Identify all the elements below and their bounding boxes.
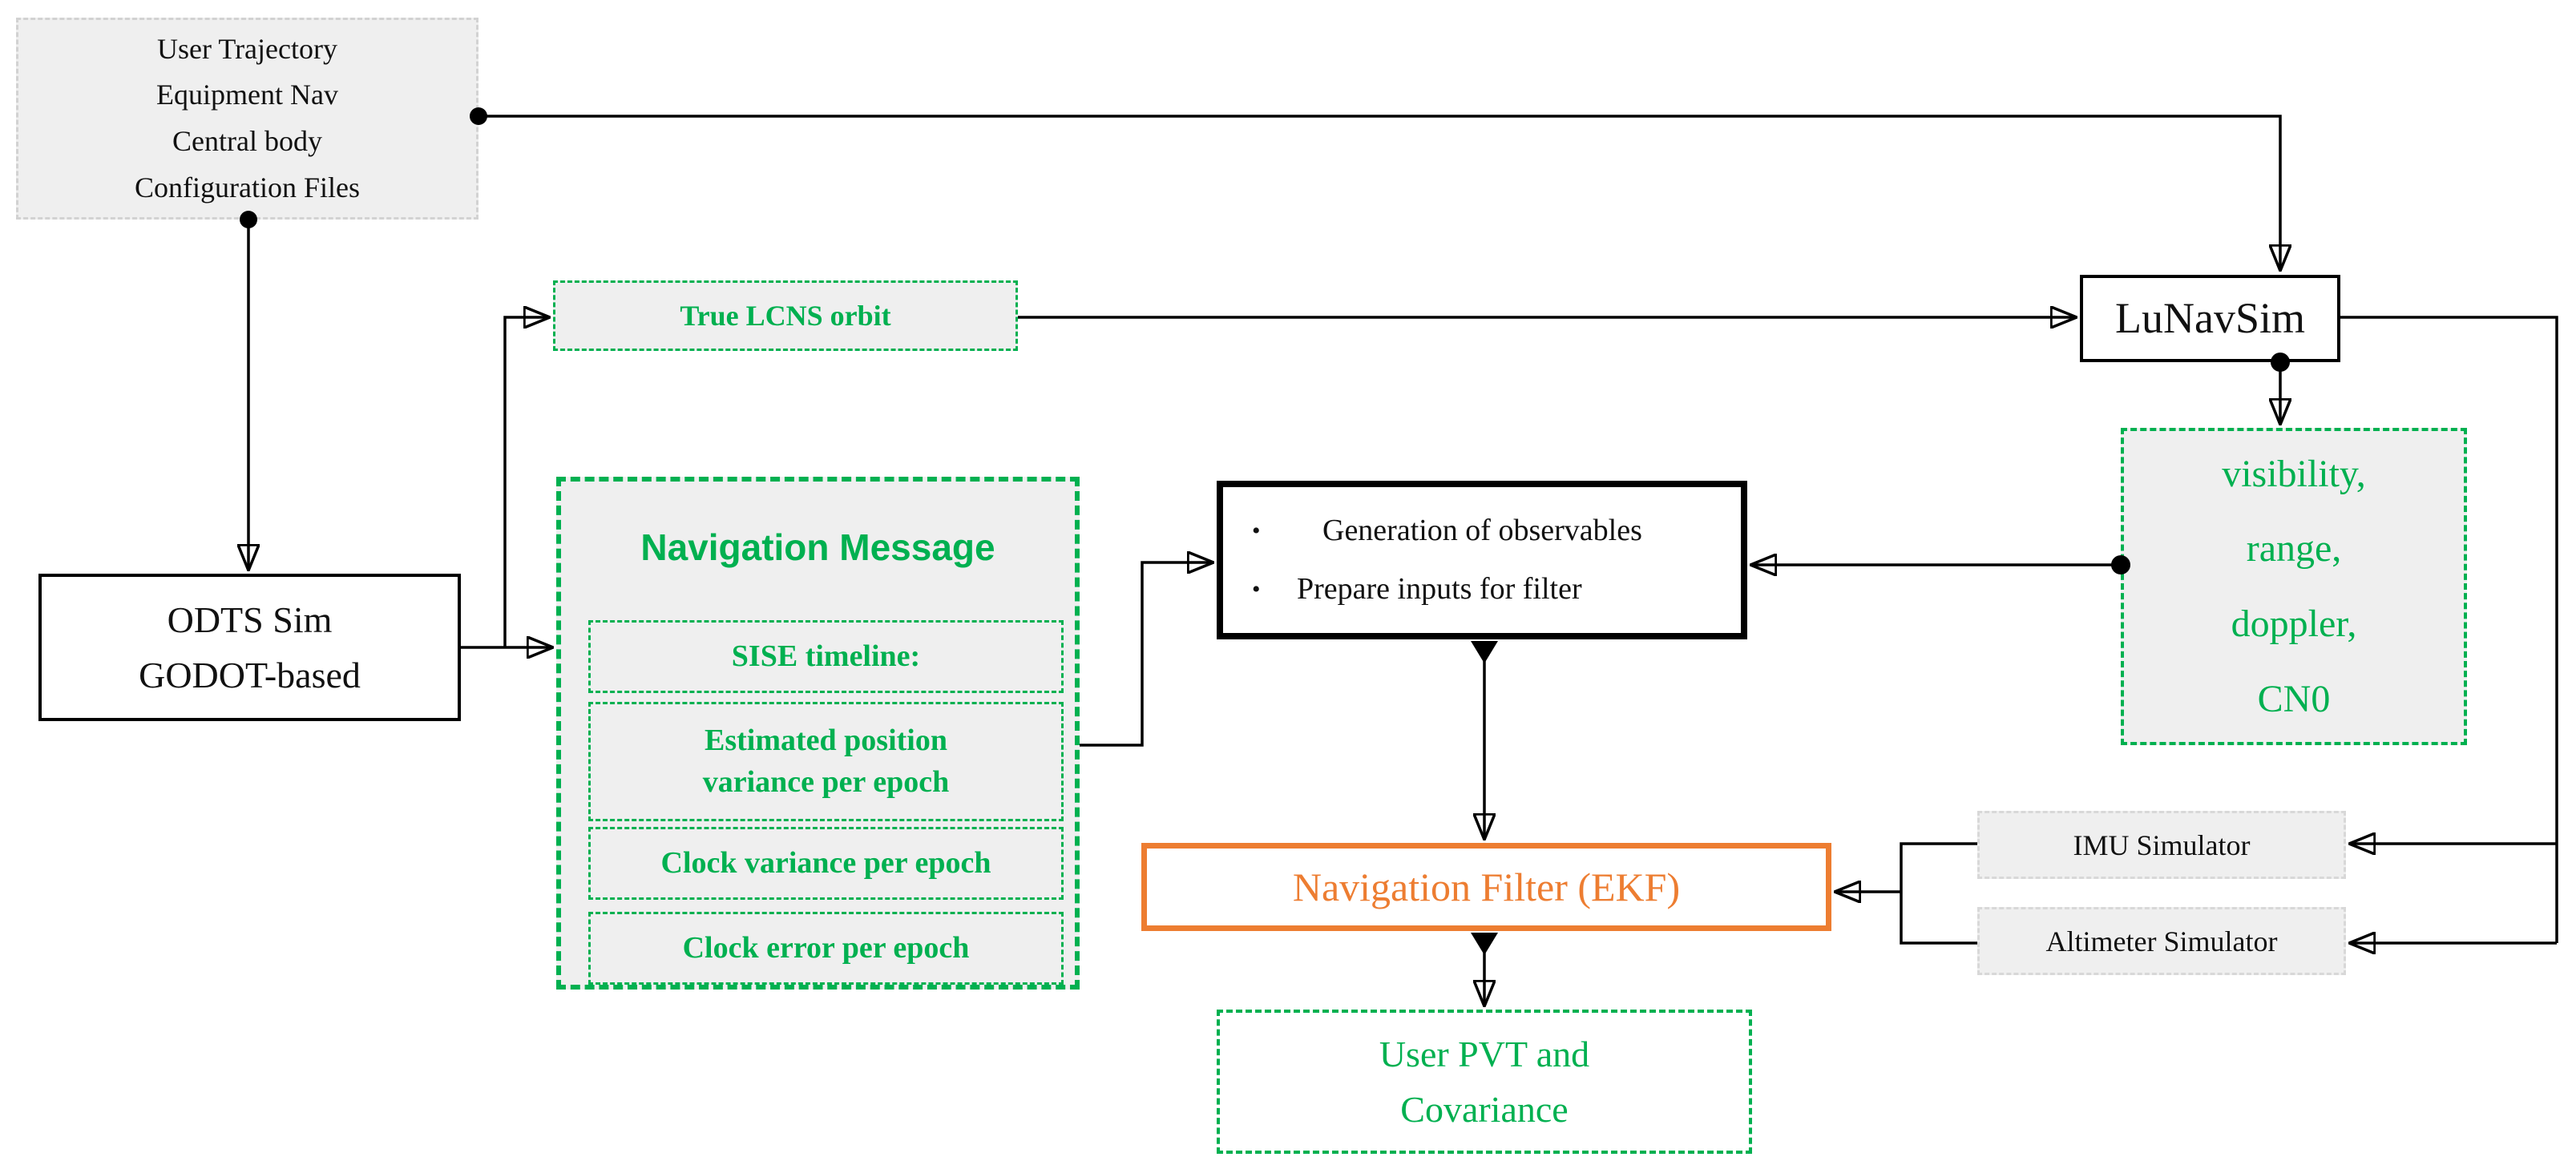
connector-imu-altimeter-bracket [1900,842,1977,945]
observables-item: Generation of observables [1322,514,1642,547]
est-pos-line: Estimated position [705,724,947,758]
clock-error-label: Clock error per epoch [682,930,970,965]
visibility-line: CN0 [2257,677,2331,720]
imu-simulator-label: IMU Simulator [2073,828,2251,861]
pvt-line: User PVT and [1379,1034,1590,1074]
observables-bullet-row: • Generation of observables [1223,508,1741,554]
altimeter-simulator-box: Altimeter Simulator [1977,907,2346,975]
user-pvt-covariance-box: User PVT and Covariance [1217,1010,1752,1154]
altimeter-simulator-label: Altimeter Simulator [2045,925,2278,957]
arrowhead-below-ekf [1471,933,1498,955]
odts-line: ODTS Sim [167,599,333,640]
configuration-files-box: User Trajectory Equipment Nav Central bo… [16,18,478,220]
config-line: Configuration Files [135,171,360,204]
connector-odts-to-truelcns [503,317,548,647]
true-lcns-orbit-box: True LCNS orbit [553,280,1018,351]
clock-variance-label: Clock variance per epoch [660,845,991,880]
visibility-line: visibility, [2222,452,2366,495]
imu-simulator-box: IMU Simulator [1977,811,2346,879]
pvt-line: Covariance [1400,1089,1569,1130]
sise-timeline-label: SISE timeline: [731,639,921,673]
est-pos-line: variance per epoch [702,764,950,799]
observables-bullet-row: • Prepare inputs for filter [1223,566,1741,612]
visibility-range-doppler-cn0-box: visibility, range, doppler, CN0 [2121,428,2467,745]
connector-navmessage-to-observables [1080,562,1212,747]
visibility-line: range, [2246,527,2342,570]
navigation-message-title: Navigation Message [640,526,995,568]
lunavsim-box: LuNavSim [2080,275,2340,362]
generation-of-observables-box: • Generation of observables • Prepare in… [1217,481,1747,639]
odts-sim-box: ODTS Sim GODOT-based [38,574,461,721]
clock-variance-box: Clock variance per epoch [588,827,1064,900]
arrowhead-below-observables [1471,641,1498,663]
estimated-position-variance-box: Estimated position variance per epoch [588,702,1064,821]
navigation-filter-ekf-box: Navigation Filter (EKF) [1141,843,1831,931]
connector-config-to-lunavsim [478,115,2280,269]
config-line: Equipment Nav [156,79,338,111]
bullet-icon: • [1252,518,1261,544]
sise-timeline-box: SISE timeline: [588,620,1064,693]
odts-line: GODOT-based [139,655,361,695]
ekf-label: Navigation Filter (EKF) [1292,864,1681,909]
lunavsim-label: LuNavSim [2115,294,2305,342]
true-lcns-orbit-label: True LCNS orbit [680,300,891,332]
observables-item: Prepare inputs for filter [1297,572,1582,606]
clock-error-box: Clock error per epoch [588,912,1064,985]
config-line: User Trajectory [157,32,337,65]
navigation-message-box: Navigation Message SISE timeline: Estima… [556,477,1080,990]
config-line: Central body [172,125,322,157]
bullet-icon: • [1252,576,1261,603]
visibility-line: doppler, [2231,603,2357,645]
